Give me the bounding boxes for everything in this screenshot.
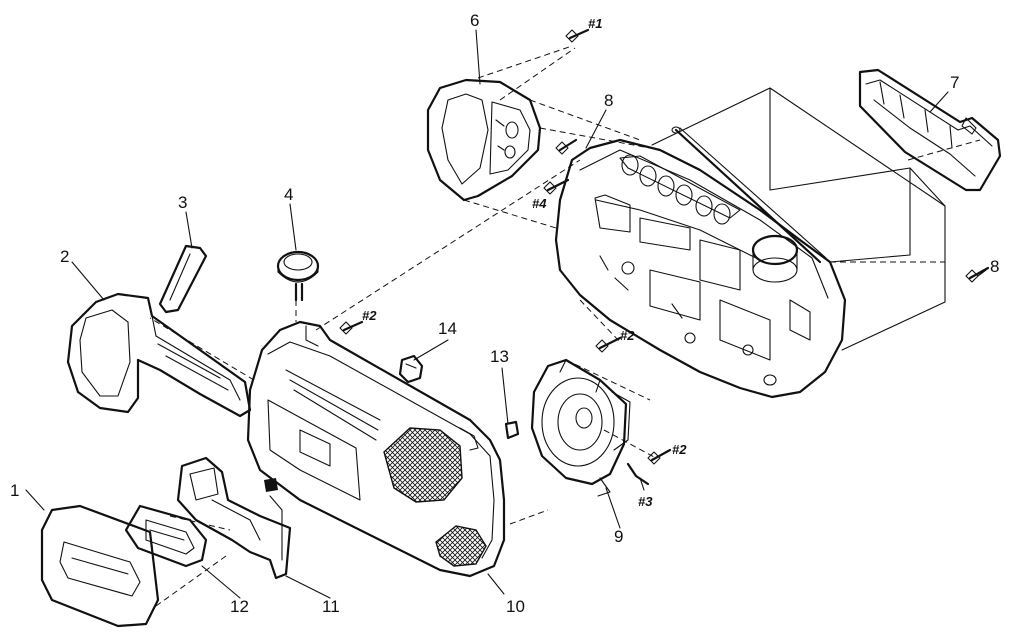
part-2-side-panel	[66, 292, 252, 418]
part-13-tab	[504, 420, 520, 440]
chassis-box-outline	[651, 87, 946, 351]
main-chassis	[554, 126, 847, 399]
callout-leaders	[25, 29, 987, 599]
label-part-13: 13	[490, 347, 509, 366]
label-part-1: 1	[10, 481, 19, 500]
label-part-8-right: 8	[990, 257, 999, 276]
label-part-12: 12	[230, 597, 249, 616]
part-4-knob	[276, 250, 320, 302]
part-6-side-panel	[426, 78, 542, 202]
label-part-6: 6	[470, 11, 479, 30]
part-10-front-cabinet	[246, 320, 506, 578]
label-part-9: 9	[614, 527, 623, 546]
part-9-speaker	[530, 358, 631, 497]
screw-labels: #1 #2 #2 #2 #3 #4	[362, 16, 687, 509]
screws	[339, 28, 990, 486]
part-number-labels: 6 7 8 8 3 4 2 14 13 9 10 11 12 1	[10, 11, 999, 616]
label-screw-4: #4	[532, 196, 547, 211]
label-part-11: 11	[322, 597, 340, 616]
part-12-dial-glass	[124, 504, 208, 568]
part-14-clip	[398, 354, 424, 384]
label-screw-3: #3	[638, 494, 653, 509]
label-screw-2-lower: #2	[672, 442, 687, 457]
label-part-2: 2	[60, 247, 69, 266]
exploded-view-lines	[149, 45, 981, 607]
label-screw-1: #1	[588, 16, 602, 31]
part-3-handle-grip	[158, 244, 208, 314]
label-part-10: 10	[506, 597, 525, 616]
label-part-14: 14	[438, 319, 457, 338]
label-part-8-top: 8	[604, 91, 613, 110]
part-7-top-cover	[858, 68, 1002, 192]
label-part-3: 3	[178, 193, 187, 212]
part-11-bracket	[176, 456, 292, 580]
label-part-4: 4	[284, 185, 293, 204]
label-part-7: 7	[950, 73, 959, 92]
label-screw-2-cabinet: #2	[362, 308, 377, 323]
part-1-dial-panel	[40, 504, 160, 628]
label-screw-2-speaker: #2	[620, 328, 635, 343]
